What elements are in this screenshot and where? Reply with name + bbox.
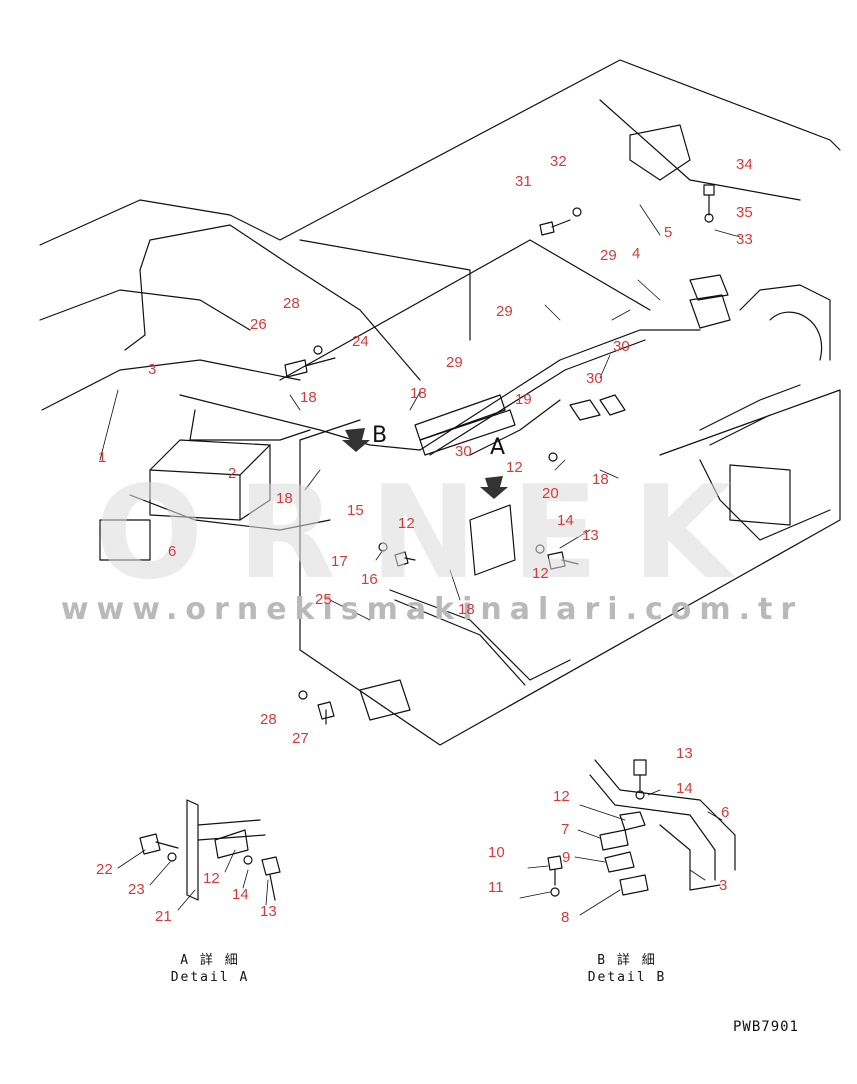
callout-33: 33 bbox=[736, 231, 753, 248]
drawing-code: PWB7901 bbox=[732, 1019, 799, 1035]
callout-32: 32 bbox=[550, 153, 567, 170]
callout-28-b: 28 bbox=[260, 711, 277, 728]
detail-a-caption: A 詳 細 Detail A bbox=[140, 952, 280, 986]
callout-18-a: 18 bbox=[300, 389, 317, 406]
detail-a-caption-en: Detail A bbox=[170, 970, 250, 985]
detail-a-callout-23: 23 bbox=[128, 881, 145, 898]
detail-b-callout-9: 9 bbox=[562, 849, 571, 866]
detail-b-callout-8: 8 bbox=[561, 909, 570, 926]
detail-b-callout-11: 11 bbox=[488, 879, 504, 896]
callout-27: 27 bbox=[292, 730, 309, 747]
callout-16: 16 bbox=[361, 571, 378, 588]
detail-b-callout-10: 10 bbox=[488, 844, 505, 861]
tube-component bbox=[414, 394, 506, 441]
view-letter-b: B bbox=[372, 423, 388, 448]
callout-30-b: 30 bbox=[586, 370, 603, 387]
detail-b-callout-14: 14 bbox=[676, 780, 693, 797]
detail-a-drawing bbox=[117, 799, 281, 911]
detail-a-callout-12: 12 bbox=[203, 870, 220, 887]
detail-b-callout-12: 12 bbox=[553, 788, 570, 805]
harness-main bbox=[419, 329, 701, 451]
detail-b-callout-6: 6 bbox=[721, 804, 730, 821]
callout-14: 14 bbox=[557, 512, 574, 529]
callout-29-b: 29 bbox=[496, 303, 513, 320]
callout-17: 17 bbox=[331, 553, 348, 570]
callout-12-a: 12 bbox=[506, 459, 523, 476]
body-outline bbox=[39, 59, 841, 246]
detail-a-callout-13: 13 bbox=[260, 903, 277, 920]
harness-right bbox=[699, 384, 801, 431]
callout-29-c: 29 bbox=[600, 247, 617, 264]
detail-b-caption: B 詳 細 Detail B bbox=[557, 952, 697, 986]
callout-30-a: 30 bbox=[455, 443, 472, 460]
callout-5: 5 bbox=[664, 224, 673, 241]
detail-b-caption-en: Detail B bbox=[587, 970, 667, 985]
callout-25: 25 bbox=[315, 591, 332, 608]
callout-18-d: 18 bbox=[592, 471, 609, 488]
callout-12-b: 12 bbox=[398, 515, 415, 532]
battery-box bbox=[149, 439, 271, 521]
detail-b-callout-3: 3 bbox=[719, 877, 728, 894]
callout-18-c: 18 bbox=[276, 490, 293, 507]
bolt-31 bbox=[539, 219, 571, 236]
callout-13: 13 bbox=[582, 527, 599, 544]
bolt-13 bbox=[547, 551, 579, 570]
callout-4: 4 bbox=[632, 245, 641, 262]
detail-b-drawing bbox=[519, 759, 736, 916]
detail-b-callout-7: 7 bbox=[561, 821, 570, 838]
callout-19: 19 bbox=[515, 391, 532, 408]
callout-2: 2 bbox=[228, 465, 237, 482]
harness-left bbox=[139, 224, 421, 381]
watermark-url: www.orneki̇smakinalari.com.tr bbox=[60, 592, 804, 627]
view-letter-a: A bbox=[490, 435, 506, 460]
callout-35: 35 bbox=[736, 204, 753, 221]
callout-31: 31 bbox=[515, 173, 532, 190]
bolt-26 bbox=[284, 357, 336, 378]
callout-18-b: 18 bbox=[410, 385, 427, 402]
detail-a-callout-14: 14 bbox=[232, 886, 249, 903]
detail-a-caption-jp: A 詳 細 bbox=[180, 953, 240, 968]
callout-18-e: 18 bbox=[458, 601, 475, 618]
callout-6: 6 bbox=[168, 543, 177, 560]
callout-28-a: 28 bbox=[283, 295, 300, 312]
callout-12-c: 12 bbox=[532, 565, 549, 582]
callout-20: 20 bbox=[542, 485, 559, 502]
callout-29-a: 29 bbox=[446, 354, 463, 371]
detail-a-callout-21: 21 bbox=[155, 908, 172, 925]
detail-b-callout-13: 13 bbox=[676, 745, 693, 762]
callout-3: 3 bbox=[148, 361, 157, 378]
floor-plate bbox=[299, 389, 841, 746]
callout-15: 15 bbox=[347, 502, 364, 519]
bolt-16 bbox=[394, 551, 416, 567]
callout-26: 26 bbox=[250, 316, 267, 333]
bolt-34 bbox=[703, 184, 715, 216]
bolt-27 bbox=[317, 701, 335, 725]
callout-1: 1 bbox=[98, 449, 107, 466]
detail-a-callout-22: 22 bbox=[96, 861, 113, 878]
watermark-brand: ORNEK bbox=[94, 459, 766, 608]
callout-34: 34 bbox=[736, 156, 753, 173]
callout-24: 24 bbox=[352, 333, 369, 350]
detail-b-caption-jp: B 詳 細 bbox=[597, 953, 657, 968]
callout-30-c: 30 bbox=[613, 338, 630, 355]
